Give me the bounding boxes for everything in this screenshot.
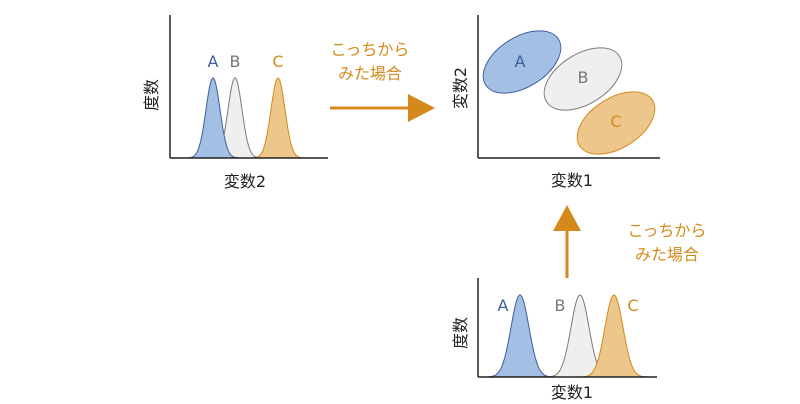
label-c: C <box>627 296 638 315</box>
curve-a <box>484 294 556 378</box>
y-axis-label: 度数 <box>451 317 470 349</box>
ellipse-c <box>576 91 656 155</box>
label-a: A <box>515 52 526 71</box>
label-b: B <box>578 68 589 87</box>
scatter-ellipse-chart: 変数2 変数1 A B C <box>451 15 660 190</box>
arrow-head-icon <box>408 94 435 122</box>
bottom-distribution-chart: 度数 変数1 A B C <box>451 278 657 402</box>
curve-c <box>578 294 650 378</box>
y-axis-label: 変数2 <box>451 67 470 109</box>
curve-c <box>250 77 306 159</box>
up-arrow: こっちから みた場合 <box>553 205 706 278</box>
caption-line-2: みた場合 <box>338 64 402 83</box>
caption-line-1: こっちから <box>331 40 410 59</box>
ellipse-b <box>543 47 623 111</box>
label-b: B <box>555 296 566 315</box>
x-axis-label: 変数1 <box>551 171 593 190</box>
top-left-distribution-chart: 度数 変数2 A B C <box>142 15 328 191</box>
x-axis-label: 変数2 <box>224 172 266 191</box>
label-c: C <box>272 52 283 71</box>
label-c: C <box>610 112 621 131</box>
curve-a <box>185 77 241 159</box>
caption-line-2: みた場合 <box>635 245 699 264</box>
label-b: B <box>230 52 241 71</box>
caption-line-1: こっちから <box>628 221 707 240</box>
right-arrow: こっちから みた場合 <box>330 40 435 122</box>
y-axis-label: 度数 <box>142 79 161 111</box>
x-axis-label: 変数1 <box>551 383 593 402</box>
label-a: A <box>208 52 219 71</box>
arrow-head-icon <box>553 205 581 231</box>
ellipse-a <box>482 30 562 94</box>
label-a: A <box>498 296 509 315</box>
